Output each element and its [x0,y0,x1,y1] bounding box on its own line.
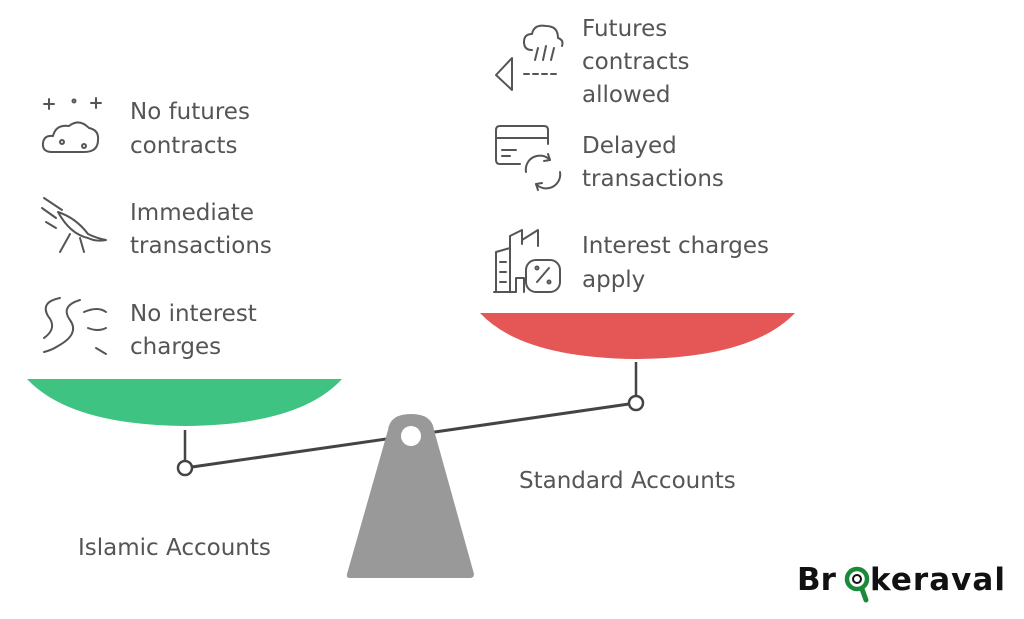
item-line: apply [582,267,645,293]
standard-accounts-label: Standard Accounts [519,468,736,494]
left-pan-joint [176,459,194,477]
item-line: Immediate [130,200,254,226]
rain-cloud-icon [495,24,564,91]
fulcrum [346,414,474,578]
item-line: Delayed [582,133,677,159]
right-pan [480,313,795,359]
islamic-accounts-label: Islamic Accounts [78,535,271,561]
right-item-interest: Interest charges apply [493,229,769,293]
clouds-stars-icon [41,97,102,153]
bird-flying-icon [41,197,107,253]
item-line: charges [130,334,221,360]
item-line: Futures [582,16,667,42]
left-item-no-interest: No interest charges [43,297,257,360]
left-item-no-futures: No futures contracts [41,97,250,159]
brokeraval-logo: Br keraval [797,562,1005,603]
item-line: No futures [130,99,250,125]
magnifier-icon [844,566,870,592]
card-refresh-icon [495,125,562,191]
left-item-immediate: Immediate transactions [41,197,272,259]
right-item-futures: Futures contracts allowed [495,16,690,108]
building-percent-icon [493,229,561,293]
right-item-delayed: Delayed transactions [495,125,724,192]
item-line: contracts [582,49,690,75]
item-line: contracts [130,133,238,159]
river-stream-icon [43,297,107,355]
item-line: Interest charges [582,233,769,259]
item-line: transactions [582,166,724,192]
left-pan [27,379,342,426]
fulcrum-pivot [401,426,421,446]
svg-text:Br: Br [797,562,837,598]
right-pan-joint [627,394,645,412]
svg-text:keraval: keraval [870,562,1005,598]
item-line: No interest [130,301,257,327]
item-line: allowed [582,82,671,108]
item-line: transactions [130,233,272,259]
